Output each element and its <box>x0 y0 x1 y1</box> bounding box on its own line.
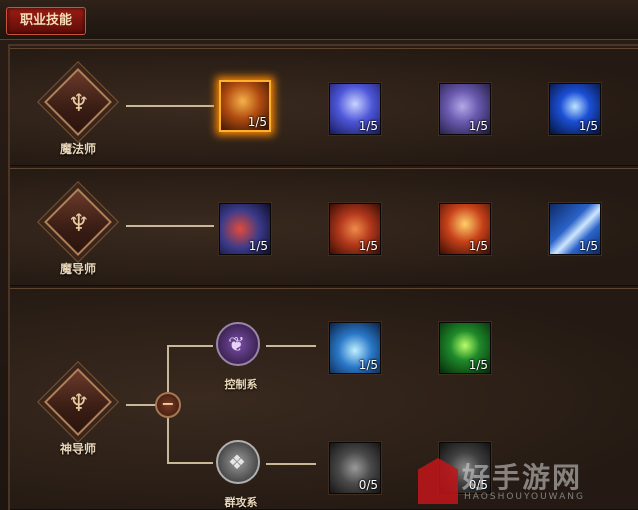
beast-crest-icon: ❖ <box>228 450 246 474</box>
skill-level: 1/5 <box>578 239 598 253</box>
class-emblem-archmage[interactable]: ♆ 魔导师 <box>32 186 122 276</box>
spear-icon: ♆ <box>68 89 90 117</box>
house-logo-icon <box>418 458 458 504</box>
skill-slot-locked-swirl[interactable]: 0/5 <box>329 442 381 494</box>
skill-slot-flame-beast[interactable]: 1/5 <box>329 203 381 255</box>
branch-name: 控制系 <box>224 378 258 391</box>
skill-level: 1/5 <box>247 115 267 129</box>
skill-level: 1/5 <box>468 358 488 372</box>
skill-level: 1/5 <box>358 239 378 253</box>
skill-level: 1/5 <box>358 119 378 133</box>
class-name: 魔导师 <box>59 262 96 276</box>
branch-orb-aoe[interactable]: ❖ <box>216 440 260 484</box>
watermark-subtext: HAOSHOUYOUWANG <box>464 492 585 502</box>
skill-level: 1/5 <box>468 119 488 133</box>
watermark: 好手游网 HAOSHOUYOUWANG <box>410 452 638 510</box>
skill-level: 1/5 <box>358 358 378 372</box>
branch-orb-control[interactable]: ❦ <box>216 322 260 366</box>
skill-level: 0/5 <box>468 478 488 492</box>
branch-name: 群攻系 <box>224 496 258 509</box>
connector-line <box>266 345 316 347</box>
top-bar: 职业技能 <box>0 0 638 40</box>
class-name: 魔法师 <box>59 142 96 156</box>
class-emblem-divine[interactable]: ♆ 神导师 <box>32 366 122 456</box>
skill-slot-energy-orb[interactable]: 1/5 <box>549 83 601 135</box>
skill-row-divine <box>10 288 638 510</box>
skill-level: 1/5 <box>578 119 598 133</box>
watermark-text: 好手游网 <box>462 461 583 494</box>
skill-slot-poison-skull[interactable]: 1/5 <box>439 322 491 374</box>
spear-icon: ♆ <box>68 209 90 237</box>
skill-slot-ice-shards[interactable]: 1/5 <box>549 203 601 255</box>
connector-line <box>126 105 214 107</box>
skill-slot-fire-hands[interactable]: 1/5 <box>439 203 491 255</box>
branch-line-aoe <box>167 462 213 464</box>
collapse-toggle-button[interactable]: − <box>155 392 181 418</box>
class-emblem-mage[interactable]: ♆ 魔法师 <box>32 66 122 156</box>
skill-panel <box>8 44 638 510</box>
skill-level: 1/5 <box>248 239 268 253</box>
lotus-icon: ❦ <box>228 332 245 356</box>
skill-slot-dark-beast[interactable]: 1/5 <box>439 83 491 135</box>
branch-line-control <box>167 345 213 347</box>
skill-slot-ice-crystal[interactable]: 1/5 <box>329 322 381 374</box>
skill-slot-fire-orb[interactable]: 1/5 <box>219 80 271 132</box>
connector-line <box>266 463 316 465</box>
skill-slot-tornado[interactable]: 1/5 <box>329 83 381 135</box>
skill-slot-dragon[interactable]: 1/5 <box>219 203 271 255</box>
skill-row-archmage <box>10 168 638 286</box>
spear-icon: ♆ <box>68 389 90 417</box>
skill-level: 1/5 <box>468 239 488 253</box>
tab-class-skills[interactable]: 职业技能 <box>6 7 86 35</box>
skill-row-mage <box>10 48 638 166</box>
connector-line <box>126 225 214 227</box>
connector-line <box>126 404 156 406</box>
class-name: 神导师 <box>59 442 96 456</box>
skill-level: 0/5 <box>358 478 378 492</box>
